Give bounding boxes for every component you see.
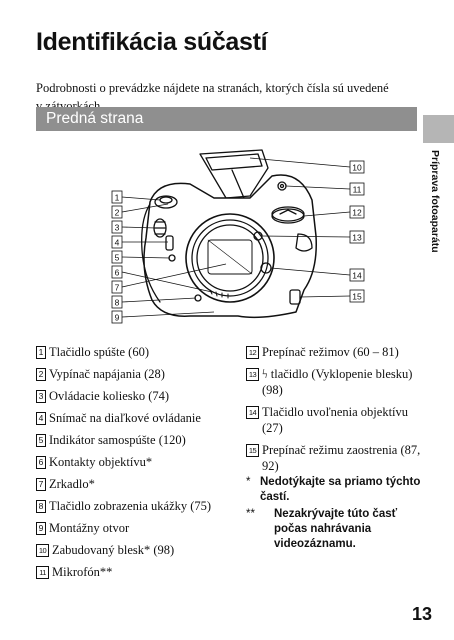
- callout-label-5: 5: [115, 253, 120, 263]
- footnote-text: Nezakrývajte túto časť počas nahrávania …: [274, 508, 398, 550]
- item-text: Zrkadlo*: [49, 477, 95, 491]
- item-number: 14: [246, 406, 259, 419]
- chapter-label-container: Príprava fotoaparátu: [420, 150, 450, 300]
- item-text: Kontakty objektívu*: [49, 455, 153, 469]
- item-number: 11: [36, 566, 49, 579]
- item-number: 4: [36, 412, 46, 425]
- mirror: [207, 239, 253, 275]
- camera-front-illustration: 1 2 3 4 5 6 7 8 9 10 11 12 13 14 15: [111, 149, 365, 324]
- item-number: 10: [36, 544, 49, 557]
- item-number: 6: [36, 456, 46, 469]
- callout-label-4: 4: [115, 238, 120, 248]
- callout-9: [111, 310, 215, 324]
- callout-14: [270, 267, 365, 282]
- item-number: 12: [246, 346, 259, 359]
- item-text: Prepínač režimu zaostrenia (87, 92): [262, 443, 421, 473]
- callout-8: [111, 295, 197, 309]
- item-number: 5: [36, 434, 46, 447]
- page-number: 13: [412, 604, 433, 624]
- footnote-mark: *: [246, 476, 251, 488]
- callout-label-6: 6: [115, 268, 120, 278]
- callout-label-11: 11: [353, 185, 362, 195]
- item-number: 8: [36, 500, 46, 513]
- callout-label-7: 7: [115, 283, 120, 293]
- callout-label-8: 8: [115, 298, 120, 308]
- item-text: Snímač na diaľkové ovládanie: [49, 411, 201, 425]
- callout-label-1: 1: [115, 193, 120, 203]
- callout-6: [111, 265, 213, 293]
- callout-labels: 1 2 3 4 5 6 7 8 9 10 11 12 13 14 15: [115, 163, 362, 323]
- callout-5: [111, 250, 171, 264]
- item-text: Tlačidlo uvoľnenia objektívu (27): [262, 405, 409, 435]
- item-number: 3: [36, 390, 46, 403]
- chapter-label: Príprava fotoaparátu: [429, 150, 441, 253]
- callout-label-15: 15: [352, 292, 362, 302]
- footnote-text: Nedotýkajte sa priamo týchto častí.: [260, 476, 421, 503]
- item-text: Ovládacie koliesko (74): [49, 389, 170, 403]
- footnote-mark: **: [246, 508, 255, 520]
- item-text: Mikrofón**: [52, 565, 113, 579]
- callout-1: [111, 190, 161, 204]
- chapter-tab: [423, 115, 454, 143]
- callout-15: [299, 289, 365, 303]
- callout-label-10: 10: [352, 163, 362, 173]
- item-number: 13: [246, 368, 259, 381]
- shutter-button: [154, 195, 178, 209]
- item-number: 7: [36, 478, 46, 491]
- item-text: Indikátor samospúšte (120): [49, 433, 186, 447]
- callout-10: [249, 157, 365, 174]
- item-text: ϟ tlačidlo (Vyklopenie blesku) (98): [262, 367, 413, 397]
- item-text: Zabudovaný blesk* (98): [52, 543, 175, 557]
- footnotes: * Nedotýkajte sa priamo týchto častí. ** N…: [246, 475, 426, 554]
- callout-3: [111, 220, 157, 234]
- page-title: Identifikácia súčastí: [36, 28, 268, 56]
- item-number: 2: [36, 368, 46, 381]
- callout-2: [111, 203, 169, 219]
- callouts-left: [111, 190, 227, 324]
- callouts-right: [249, 157, 365, 303]
- callout-13: [261, 230, 365, 244]
- callout-7: [111, 263, 227, 294]
- item-text: Prepínač režimov (60 – 81): [262, 345, 399, 359]
- footnote: * Nedotýkajte sa priamo týchto častí.: [246, 475, 426, 505]
- callout-label-3: 3: [115, 223, 120, 233]
- callout-label-13: 13: [352, 233, 362, 243]
- callout-4: [111, 235, 168, 249]
- item-number: 1: [36, 346, 46, 359]
- callout-11: [285, 182, 365, 196]
- remote-sensor: [165, 235, 174, 251]
- footnote: ** Nezakrývajte túto časť počas nahrávani…: [246, 507, 426, 552]
- callout-12: [303, 205, 365, 219]
- item-text: Tlačidlo zobrazenia ukážky (75): [49, 499, 212, 513]
- callout-label-12: 12: [352, 208, 362, 218]
- item-number: 9: [36, 522, 46, 535]
- item-text: Montážny otvor: [49, 521, 130, 535]
- item-number: 15: [246, 444, 259, 457]
- item-text: Vypínač napájania (28): [49, 367, 165, 381]
- section-header: Predná strana: [36, 107, 417, 131]
- callout-label-9: 9: [115, 313, 120, 323]
- callout-label-2: 2: [115, 208, 120, 218]
- callout-label-14: 14: [352, 271, 362, 281]
- section-title: Predná strana: [46, 110, 144, 127]
- item-text: Tlačidlo spúšte (60): [49, 345, 149, 359]
- lens-mount: [185, 213, 275, 303]
